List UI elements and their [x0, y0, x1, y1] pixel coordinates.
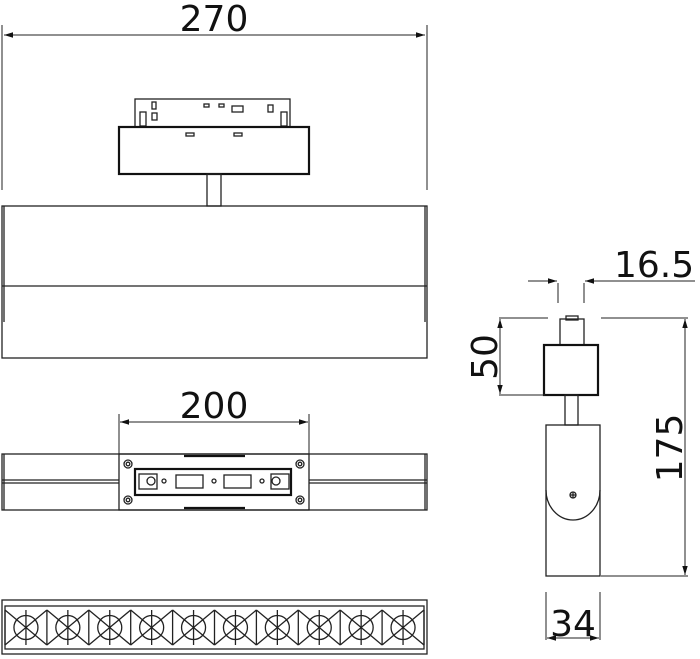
luminaire-body: [1, 205, 428, 359]
screw-icon: [123, 459, 305, 505]
top-view: 200: [1, 386, 428, 511]
dimension-50: 50: [465, 334, 506, 380]
led-cell: [255, 609, 299, 646]
track-adapter: [117, 98, 311, 207]
dimension-270: 270: [180, 0, 249, 40]
dimension-200: 200: [180, 386, 249, 427]
led-cell: [213, 609, 257, 646]
led-cell: [46, 609, 90, 646]
led-cell: [297, 609, 341, 646]
led-cell: [339, 609, 383, 646]
front-view: 270: [1, 0, 428, 359]
led-cell: [130, 609, 174, 646]
led-cell: [4, 609, 48, 646]
led-cell: [88, 609, 132, 646]
screw-icon: [569, 491, 577, 499]
side-view: 16.5 50 175 34: [465, 245, 695, 645]
led-cell: [171, 609, 215, 646]
dimension-34: 34: [550, 604, 596, 645]
led-cell: [381, 609, 425, 646]
dimension-16-5: 16.5: [614, 245, 694, 286]
led-view: [1, 599, 428, 655]
dimension-175: 175: [650, 414, 691, 483]
